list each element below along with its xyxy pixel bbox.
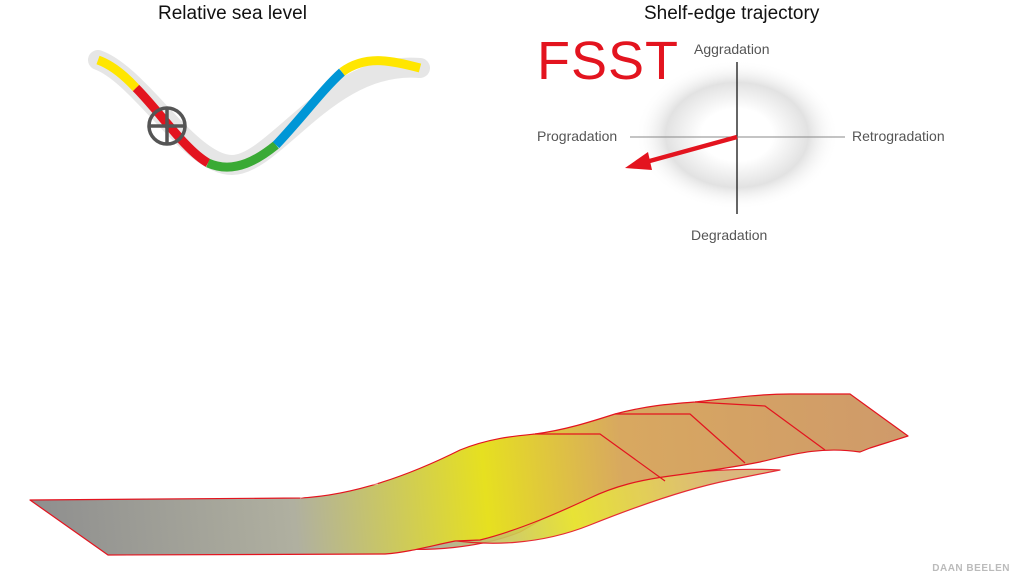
- stratigraphic-block: [29, 393, 909, 556]
- clinoform-line-2: [615, 413, 746, 464]
- aggradation-label: Aggradation: [694, 41, 770, 57]
- clinoform-line-1: [535, 433, 666, 482]
- main-wedge: [29, 393, 909, 556]
- trajectory-arrowhead-icon: [625, 152, 652, 170]
- curve-segment-yellow-start: [96, 55, 140, 92]
- sea-level-curve: [88, 50, 430, 176]
- author-credit: DAAN BEELEN: [932, 563, 1010, 574]
- curve-segment-blue: [272, 68, 346, 149]
- curve-segment-red: [132, 84, 211, 167]
- systems-tract-label: FSST: [537, 31, 680, 91]
- trajectory-arrow-shaft: [645, 134, 738, 165]
- trajectory-quadrant: [625, 60, 845, 214]
- degradation-label: Degradation: [691, 227, 768, 243]
- relative-sea-level-title: Relative sea level: [158, 3, 307, 24]
- curve-segment-yellow-end: [339, 56, 422, 76]
- progradation-label: Progradation: [537, 128, 618, 144]
- clinoform-line-4: [299, 483, 379, 499]
- retrogradation-label: Retrogradation: [852, 128, 945, 144]
- clinoform-line-3: [694, 401, 826, 451]
- shelf-edge-trajectory-title: Shelf-edge trajectory: [644, 3, 820, 24]
- crosshair-circle-icon: [147, 106, 187, 146]
- curve-segment-green: [206, 141, 279, 172]
